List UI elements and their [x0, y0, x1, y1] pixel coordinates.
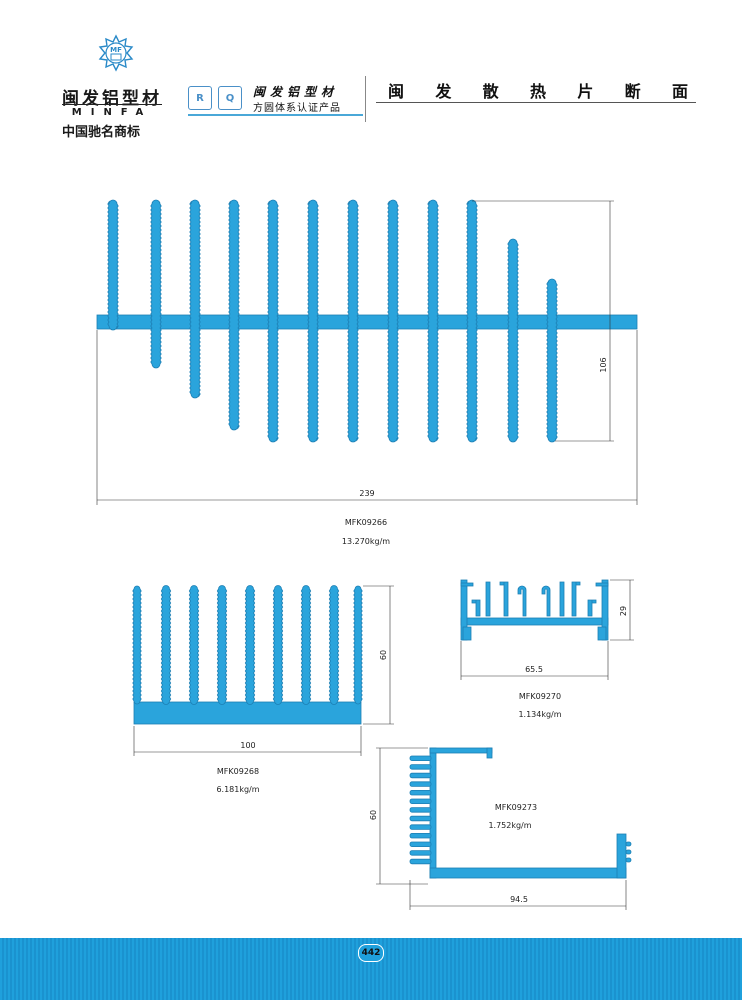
cert-r-badge: R [188, 86, 212, 110]
dim-height-mfk09270: 29 [619, 606, 628, 616]
heatsink-fin [409, 764, 432, 770]
dim-width-mfk09270: 65.5 [525, 665, 543, 674]
weight-mfk09270: 1.134kg/m [518, 710, 561, 719]
brand-name-en: MINFA [71, 107, 153, 118]
heatsink-fin [107, 199, 119, 331]
heatsink-fin [347, 199, 359, 443]
heatsink-fin [244, 585, 256, 705]
dim-width-mfk09268: 100 [240, 741, 255, 750]
heatsink-fin [267, 199, 279, 443]
code-mfk09268: MFK09268 [217, 767, 259, 776]
heatsink-fin [625, 849, 632, 855]
heatsink-fin [409, 833, 432, 839]
heatsink-fin [466, 199, 478, 443]
page-title-char: 发 [435, 82, 452, 101]
dimension-lines-mfk09270 [460, 579, 634, 680]
dim-height-mfk09273: 60 [369, 810, 378, 820]
page-title-char: 面 [671, 82, 688, 101]
profile-mfk09270 [460, 579, 609, 641]
page-title-char: 断 [624, 82, 641, 101]
heatsink-fin [150, 199, 162, 369]
page-title-char: 片 [577, 82, 594, 101]
heatsink-fin [387, 199, 399, 443]
heatsink-fin [409, 772, 432, 779]
page-title-char: 热 [529, 82, 546, 101]
page-title: 闽 发 散 热 片 断 面 [388, 78, 688, 102]
header-rule [188, 114, 363, 116]
weight-mfk09268: 6.181kg/m [216, 785, 259, 794]
header-divider [365, 76, 366, 122]
heatsink-fin [409, 858, 432, 865]
profile-mfk09266 [96, 199, 638, 443]
heatsink-fin [409, 755, 432, 761]
dim-height-mfk09266: 106 [599, 357, 608, 372]
heatsink-fin [427, 199, 439, 443]
heatsink-fin [353, 585, 363, 705]
heatsink-fin [328, 585, 340, 705]
heatsink-fin [409, 850, 432, 856]
heatsink-fin [507, 238, 519, 443]
heatsink-fin [625, 841, 632, 847]
code-mfk09270: MFK09270 [519, 692, 561, 701]
dimension-lines-mfk09273 [376, 747, 627, 910]
weight-mfk09266: 13.270kg/m [342, 537, 390, 546]
profile-mfk09268 [132, 585, 363, 725]
heatsink-fin [307, 199, 319, 443]
profile-mfk09273 [409, 747, 632, 879]
dim-width-mfk09266: 239 [359, 489, 374, 498]
heatsink-fin [409, 790, 432, 796]
weight-mfk09273: 1.752kg/m [488, 821, 531, 830]
page-number: 442 [358, 944, 384, 962]
dimension-lines-mfk09268 [133, 585, 394, 756]
heatsink-fin [189, 199, 201, 399]
dimension-lines-mfk09266 [96, 200, 638, 505]
heatsink-fin [409, 798, 432, 804]
heatsink-fin [409, 781, 432, 787]
code-mfk09273: MFK09273 [495, 803, 537, 812]
heatsink-fin [228, 199, 240, 431]
brand-name-small: 闽发铝型材 [253, 85, 339, 99]
heatsink-fin [216, 585, 228, 705]
page-title-char: 散 [482, 82, 499, 101]
heatsink-fin [188, 585, 200, 705]
heatsink-fin [272, 585, 284, 705]
code-mfk09266: MFK09266 [345, 518, 387, 527]
heatsink-fin [546, 278, 558, 443]
cert-q-label: Q [225, 92, 235, 104]
page-title-char: 闽 [388, 82, 405, 101]
cert-q-badge: Q [218, 86, 242, 110]
heatsink-fin [409, 841, 432, 847]
dim-width-mfk09273: 94.5 [510, 895, 528, 904]
heatsink-fin [409, 824, 432, 830]
heatsink-fin [625, 857, 632, 863]
brand-divider [62, 104, 162, 105]
certification-text: 方圆体系认证产品 [253, 103, 341, 114]
svg-text:MF: MF [110, 46, 122, 54]
heatsink-fin [409, 807, 432, 813]
heatsink-fin [300, 585, 312, 705]
minfa-logo-icon: MF [98, 34, 134, 72]
dim-height-mfk09268: 60 [379, 650, 388, 660]
heatsink-fin [409, 815, 432, 822]
cert-r-label: R [196, 92, 204, 104]
brand-slogan: 中国驰名商标 [62, 125, 141, 140]
heatsink-fin [132, 585, 142, 705]
title-rule [376, 102, 696, 103]
heatsink-fin [160, 585, 172, 705]
